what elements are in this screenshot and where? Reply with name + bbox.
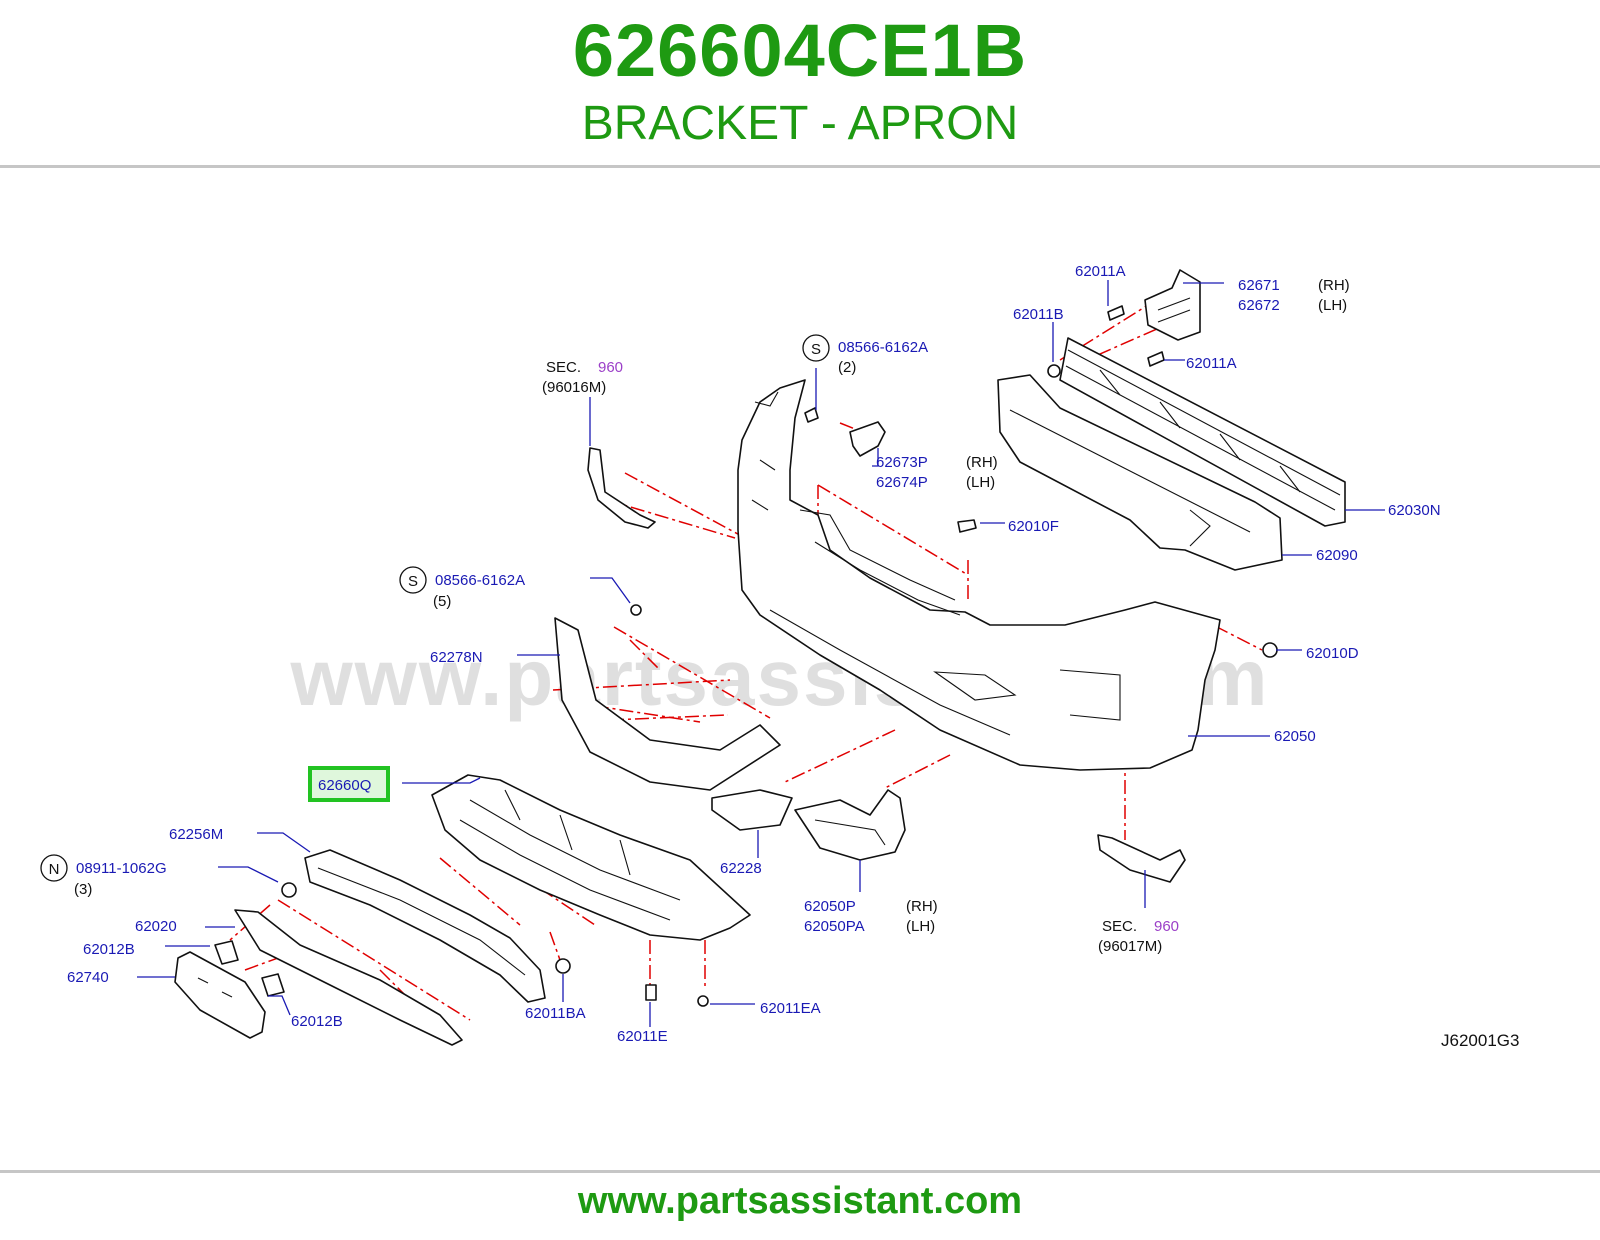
label-62011B[interactable]: 62011B [1013, 306, 1064, 323]
label-62660Q[interactable]: 62660Q [318, 777, 371, 794]
label-62012B-b[interactable]: 62012B [291, 1013, 343, 1030]
label-62020[interactable]: 62020 [135, 918, 177, 935]
bumper-fascia-62050 [737, 379, 1221, 771]
label-62011EA[interactable]: 62011EA [760, 1000, 821, 1017]
label-96016M: (96016M) [542, 379, 606, 396]
bracket-sec-96016M [587, 447, 656, 529]
label-qty-2: (2) [838, 359, 856, 376]
label-62671[interactable]: 62671 [1238, 277, 1280, 294]
label-62672[interactable]: 62672 [1238, 297, 1280, 314]
label-62090[interactable]: 62090 [1316, 547, 1358, 564]
n-symbol: N [49, 861, 60, 878]
label-08911-1062G[interactable]: 08911-1062G [76, 860, 167, 877]
bracket-62671 [1144, 269, 1201, 341]
label-sec-left: SEC. [546, 359, 581, 376]
page-header: 626604CE1B BRACKET - APRON [0, 0, 1600, 168]
label-62050PA[interactable]: 62050PA [804, 918, 865, 935]
bracket-sec-96017M [1097, 834, 1186, 883]
assembly-lines [229, 284, 1263, 1021]
highlight-box [308, 766, 390, 802]
part-name-subtitle: BRACKET - APRON [581, 97, 1019, 150]
label-sec-right-960[interactable]: 960 [1154, 918, 1179, 935]
footer-url[interactable]: www.partsassistant.com [577, 1180, 1023, 1222]
bottom-divider [0, 1170, 1600, 1173]
label-62011BA[interactable]: 62011BA [525, 1005, 586, 1022]
label-sec-right: SEC. [1102, 918, 1137, 935]
part-number-title: 626604CE1B [572, 9, 1028, 92]
s-circle-icon [399, 566, 427, 594]
finisher-62020 [234, 909, 463, 1046]
label-62673P[interactable]: 62673P [876, 454, 928, 471]
spoiler-62278N [554, 617, 781, 791]
parts-diagram: www.partsassistant.com [0, 170, 1600, 1172]
label-08566-6162A-2[interactable]: 08566-6162A [435, 572, 525, 589]
reinforcement-beam-62030N [1059, 337, 1346, 527]
undercover-62660Q [431, 774, 751, 941]
label-62050[interactable]: 62050 [1274, 728, 1316, 745]
label-62050P[interactable]: 62050P [804, 898, 856, 915]
diagram-code: J62001G3 [1441, 1031, 1519, 1050]
label-rh-1: (RH) [1318, 277, 1350, 294]
label-lh-2: (LH) [966, 474, 995, 491]
label-rh-2: (RH) [966, 454, 998, 471]
exploded-view: www.partsassistant.com [40, 263, 1519, 1050]
grille-62256M [304, 849, 546, 1003]
leader-lines [137, 280, 1385, 1027]
license-plate-bracket-62740 [174, 940, 285, 1039]
label-lh-3: (LH) [906, 918, 935, 935]
label-62012B-a[interactable]: 62012B [83, 941, 135, 958]
label-lh-1: (LH) [1318, 297, 1347, 314]
label-qty-5: (5) [433, 593, 451, 610]
clips-lower [281, 882, 709, 1007]
label-62030N[interactable]: 62030N [1388, 502, 1441, 519]
label-qty-3: (3) [74, 881, 92, 898]
cap-62228 [711, 789, 793, 831]
s-circle-icon [802, 334, 830, 362]
n-circle-icon [40, 854, 68, 882]
label-62010F[interactable]: 62010F [1008, 518, 1059, 535]
absorber-62090 [997, 374, 1283, 571]
fog-lamp-finisher-62050P [794, 789, 906, 861]
label-62010D[interactable]: 62010D [1306, 645, 1359, 662]
label-62256M[interactable]: 62256M [169, 826, 223, 843]
label-08566-6162A-1[interactable]: 08566-6162A [838, 339, 928, 356]
label-62011E[interactable]: 62011E [617, 1028, 668, 1045]
label-62228[interactable]: 62228 [720, 860, 762, 877]
bracket-62673P [849, 421, 886, 457]
label-62011A-mid[interactable]: 62011A [1186, 355, 1237, 372]
label-sec-left-960[interactable]: 960 [598, 359, 623, 376]
label-62278N[interactable]: 62278N [430, 649, 483, 666]
top-divider [0, 165, 1600, 168]
label-62011A-top[interactable]: 62011A [1075, 263, 1126, 280]
bolts-upper [630, 305, 1278, 658]
label-62674P[interactable]: 62674P [876, 474, 928, 491]
label-62740[interactable]: 62740 [67, 969, 109, 986]
s-symbol-2: S [408, 573, 418, 590]
label-96017M: (96017M) [1098, 938, 1162, 955]
s-symbol-1: S [811, 341, 821, 358]
label-rh-3: (RH) [906, 898, 938, 915]
